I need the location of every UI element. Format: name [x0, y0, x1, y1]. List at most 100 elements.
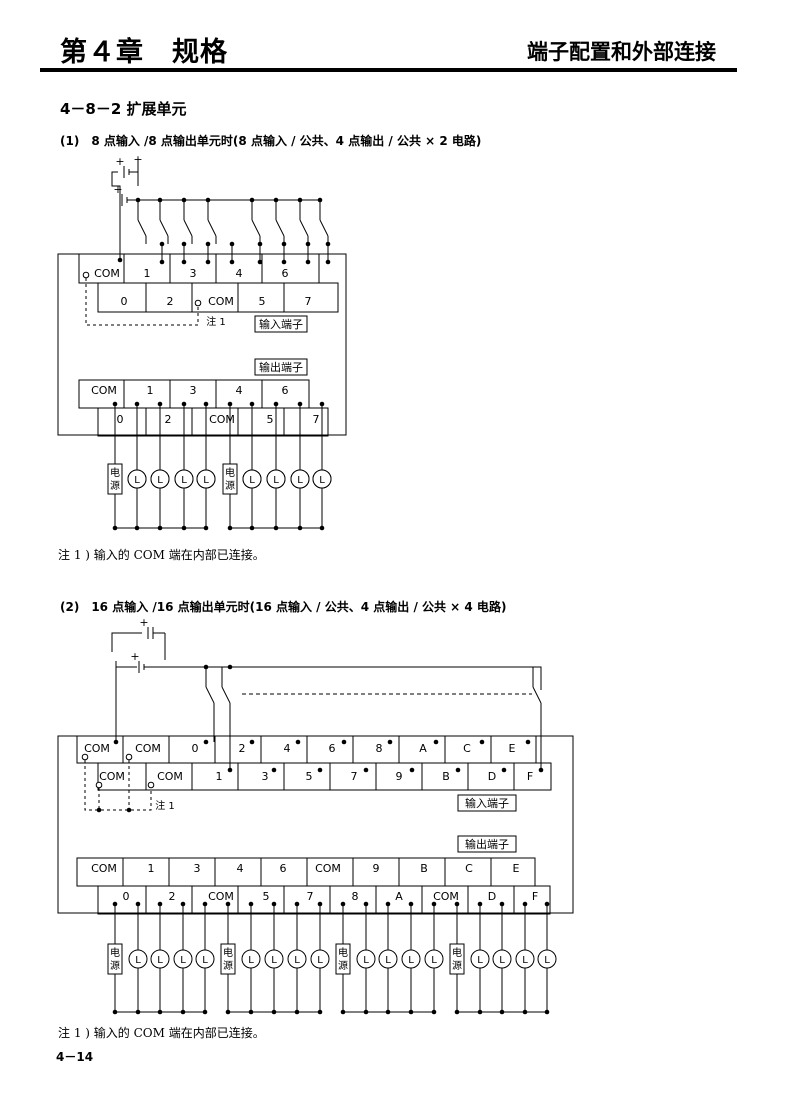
input-switch-contact: [251, 219, 261, 237]
load-lamp-icon: [287, 949, 307, 969]
input-terminals-tag: [254, 315, 308, 333]
terminal-ring: [82, 271, 90, 279]
junction-dot: [319, 525, 325, 531]
power-supply-box: [107, 463, 123, 495]
output-terminals-tag-text: 输出端子: [465, 837, 509, 851]
output-terminal-label: 1: [147, 384, 154, 397]
terminal-dot: [341, 739, 347, 745]
input-terminal-label: COM: [208, 295, 234, 308]
output-terminal-label: 4: [236, 384, 243, 397]
output-terminal-label: 3: [194, 862, 201, 875]
load-lamp-icon: [290, 469, 310, 489]
junction-dot: [134, 525, 140, 531]
junction-dot: [229, 259, 235, 265]
input-terminal-label: 3: [262, 770, 269, 783]
power-supply-label: 源: [110, 959, 120, 972]
output-terminal-label: B: [420, 862, 428, 875]
output-terminal-row-bottom: [97, 407, 329, 437]
input-terminal-label: 2: [167, 295, 174, 308]
input-terminal-label: 9: [396, 770, 403, 783]
terminal-dot: [249, 739, 255, 745]
power-supply-label: 源: [338, 959, 348, 972]
load-label: L: [431, 955, 437, 966]
load-label: L: [135, 955, 141, 966]
input-switch-contact: [137, 219, 147, 237]
junction-dot: [499, 1009, 505, 1015]
input-terminal-label: 7: [351, 770, 358, 783]
input-terminal-label: 3: [190, 267, 197, 280]
supply-lead: [111, 632, 142, 652]
switch-bus: [206, 666, 542, 690]
junction-dot: [297, 525, 303, 531]
output-terminal-row-bottom: [97, 885, 551, 915]
input-terminal-label: E: [509, 742, 516, 755]
battery-plus: +: [115, 155, 124, 168]
input-com-feed: [111, 171, 121, 260]
output-terminal-label: C: [465, 862, 473, 875]
power-supply-box: [335, 943, 351, 975]
output-terminals-tag: [457, 835, 517, 853]
load-lamp-icon: [173, 949, 193, 969]
input-terminal-label: D: [488, 770, 496, 783]
load-lamp-icon: [470, 949, 490, 969]
load-lamp-icon: [241, 949, 261, 969]
input-terminal-label: F: [527, 770, 533, 783]
load-label: L: [271, 955, 277, 966]
page-number: 4－14: [56, 1050, 94, 1064]
junction-dot: [431, 1009, 437, 1015]
input-terminal-label: B: [442, 770, 450, 783]
terminal-dot: [387, 739, 393, 745]
input-switch-contact: [275, 219, 285, 237]
power-supply-box: [107, 943, 123, 975]
input-terminal-label: COM: [99, 770, 125, 783]
input-switch-contact: [532, 686, 542, 704]
terminal-dot: [295, 739, 301, 745]
output-terminal-label: 7: [313, 413, 320, 426]
load-lamp-icon: [537, 949, 557, 969]
terminal-ring: [95, 781, 103, 789]
load-lamp-icon: [127, 469, 147, 489]
junction-dot: [363, 1009, 369, 1015]
load-lamp-icon: [401, 949, 421, 969]
terminal-dot: [525, 739, 531, 745]
output-terminal-label: 3: [190, 384, 197, 397]
input-switch-contact: [299, 219, 309, 237]
load-lamp-icon: [150, 949, 170, 969]
input-terminal-label: 6: [282, 267, 289, 280]
junction-dot: [159, 259, 165, 265]
power-supply-box: [222, 463, 238, 495]
input-terminal-label: A: [419, 742, 427, 755]
input-terminal-row-bottom: [97, 282, 339, 313]
power-supply-label: 源: [225, 479, 235, 492]
output-terminals-tag-text: 输出端子: [259, 360, 303, 374]
input-terminal-label: 1: [144, 267, 151, 280]
junction-dot: [522, 1009, 528, 1015]
internal-com-link: [84, 760, 152, 811]
load-label: L: [157, 955, 163, 966]
output-terminals-tag: [254, 358, 308, 376]
junction-dot: [202, 1009, 208, 1015]
terminal-dot: [433, 739, 439, 745]
input-switch-contact: [205, 686, 215, 704]
output-terminal-label: COM: [91, 862, 117, 875]
input-terminal-label: 0: [121, 295, 128, 308]
load-lamp-icon: [128, 949, 148, 969]
junction-dot: [227, 664, 233, 670]
input-terminal-label: COM: [84, 742, 110, 755]
junction-dot: [408, 1009, 414, 1015]
load-lamp-icon: [515, 949, 535, 969]
diagram1-note: 注 1 ) 输入的 COM 端在内部已连接。: [58, 548, 265, 562]
terminal-dot: [455, 767, 461, 773]
load-label: L: [248, 955, 254, 966]
junction-dot: [257, 259, 263, 265]
input-terminal-label: 2: [239, 742, 246, 755]
output-terminal-label: 7: [307, 890, 314, 903]
input-terminal-label: 0: [192, 742, 199, 755]
power-supply-label: 电: [110, 946, 120, 959]
output-terminal-label: COM: [433, 890, 459, 903]
junction-dot: [126, 807, 132, 813]
battery-plus: +: [133, 153, 142, 166]
battery-plus: +: [139, 616, 148, 629]
junction-dot: [117, 257, 123, 263]
output-terminal-label: 9: [373, 862, 380, 875]
